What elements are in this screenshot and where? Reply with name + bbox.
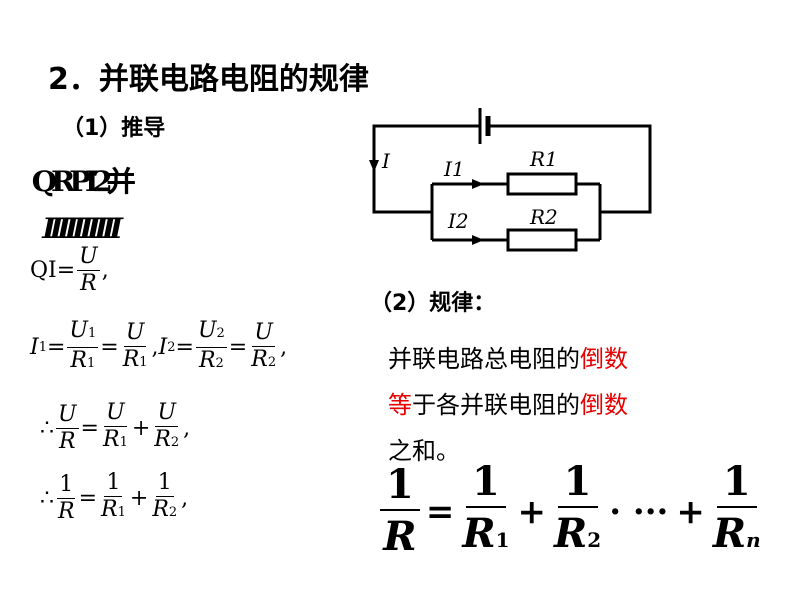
big-fraction-rn: 1 Rn bbox=[712, 458, 761, 557]
label-current-2: I2 bbox=[447, 209, 469, 233]
equation-sum-u: ∴ U R = U R1 + U R2 , bbox=[40, 400, 191, 454]
fraction-u-r1: U R1 bbox=[122, 319, 148, 372]
label-current-total: I bbox=[381, 149, 391, 173]
rule-label: （2）规律： bbox=[370, 291, 496, 316]
fraction-u-r2: U R2 bbox=[251, 319, 277, 372]
formula-parallel-resistance: 1 R = 1 R1 + 1 R2 · ··· + 1 Rn bbox=[378, 458, 765, 566]
label-current-1: I1 bbox=[443, 157, 465, 181]
label-resistor-1: R1 bbox=[529, 147, 558, 171]
garbled-equation-2: IIIIIIIIII bbox=[42, 212, 123, 245]
arrow-i2-icon bbox=[472, 235, 484, 245]
fraction-u1-r1: U1 R1 bbox=[67, 318, 99, 373]
highlight-reciprocal-2: 倒数 bbox=[580, 391, 628, 419]
label-resistor-2: R2 bbox=[529, 205, 558, 229]
garbled-equation-1: QRPI2并 bbox=[31, 165, 136, 198]
highlight-reciprocal-1: 倒数 bbox=[580, 345, 628, 373]
rule-statement: 并联电路总电阻的倒数 等于各并联电阻的倒数 之和。 bbox=[388, 345, 628, 465]
arrow-i1-icon bbox=[472, 179, 484, 189]
fraction-u-r-total: U R bbox=[56, 401, 79, 454]
fraction-u2-r2: U2 R2 bbox=[195, 318, 227, 373]
highlight-equal: 等 bbox=[388, 391, 412, 419]
resistor-r1 bbox=[506, 172, 578, 196]
fraction-u-r: U R bbox=[77, 244, 100, 296]
big-fraction-r: 1 R bbox=[380, 461, 420, 563]
equation-ohm: QI= U R , bbox=[30, 244, 109, 296]
equation-sum-reciprocal: ∴ 1 R = 1 R1 + 1 R2 , bbox=[40, 470, 189, 524]
big-fraction-r1: 1 R1 bbox=[462, 458, 510, 557]
derivation-label: （1）推导 bbox=[62, 116, 166, 141]
parallel-circuit-diagram: I I1 I2 R1 R2 bbox=[369, 108, 652, 252]
resistor-r2 bbox=[506, 228, 578, 252]
page-title: 2．并联电路电阻的规律 bbox=[48, 62, 369, 97]
big-fraction-r2: 1 R2 bbox=[554, 458, 602, 557]
qi-text: QI= bbox=[30, 258, 76, 283]
arrow-total-current-icon bbox=[369, 160, 379, 172]
wire-right bbox=[488, 124, 652, 214]
